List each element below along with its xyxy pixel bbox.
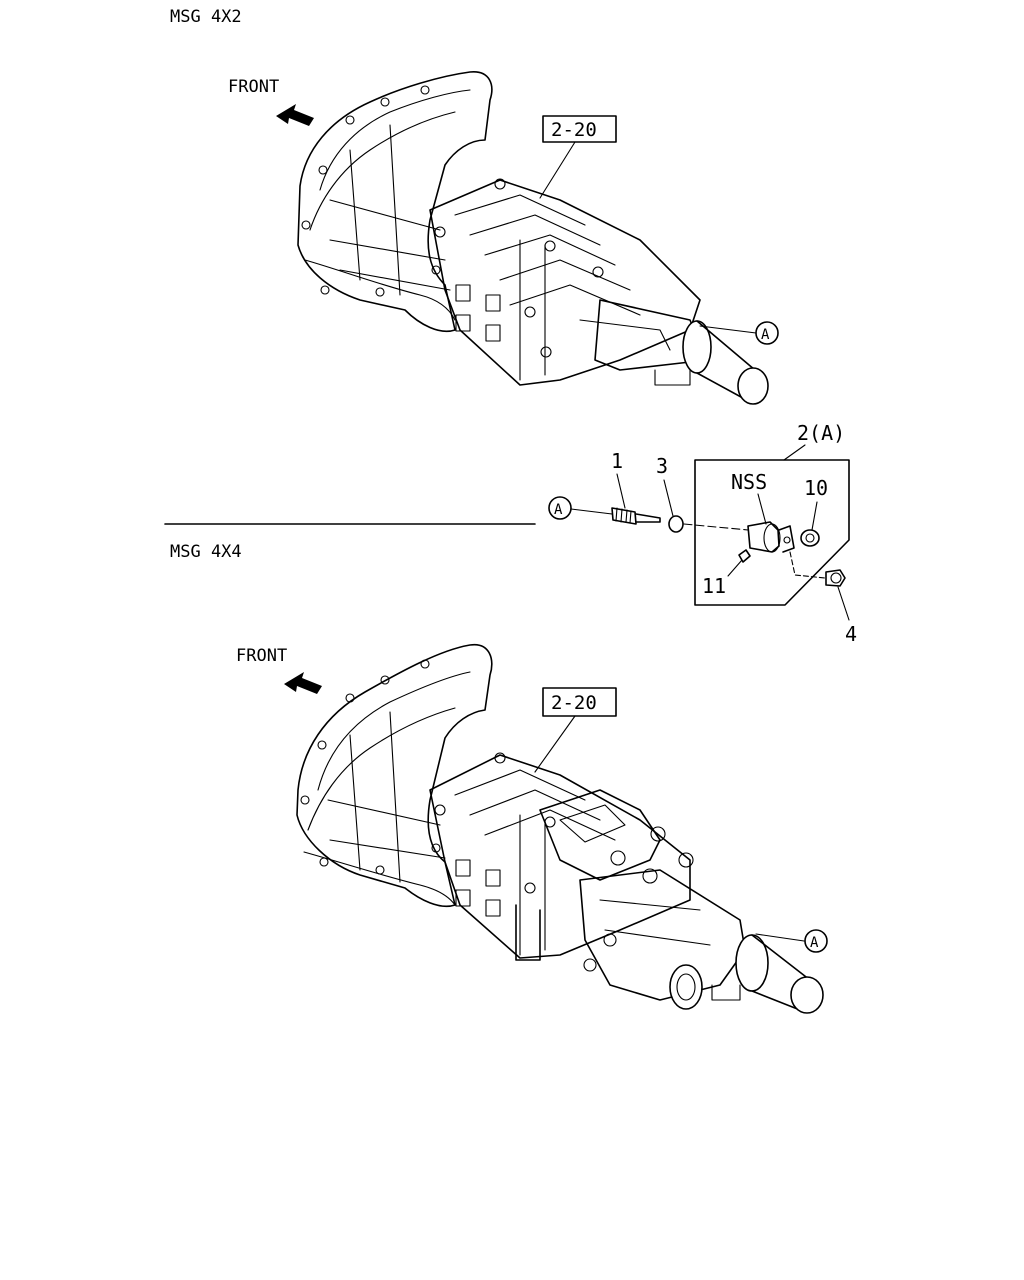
section-title-4x2: MSG 4X2: [170, 7, 242, 27]
transmission-4x2: [297, 71, 769, 405]
section-title-4x4: MSG 4X4: [170, 542, 242, 562]
callout-a-label: A: [761, 327, 770, 343]
front-label-4x4: FRONT: [236, 646, 287, 666]
group-label-2a: 2(A): [797, 421, 845, 445]
part-4-bolt: [825, 569, 846, 587]
ref-box-label: 2-20: [551, 119, 597, 141]
part-label-1: 1: [611, 449, 623, 473]
front-label-4x2: FRONT: [228, 77, 279, 97]
nss-label: NSS: [731, 470, 767, 494]
callout-a-4x2: [755, 321, 779, 345]
callout-a-detail: [548, 496, 572, 520]
ref-box-label: 2-20: [551, 692, 597, 714]
transmission-4x4: [296, 644, 824, 1014]
part-label-11: 11: [702, 574, 726, 598]
part-1-gear: [611, 507, 637, 525]
front-arrow-icon: [284, 672, 322, 694]
speed-sensor-detail: A 1 3 2(A) NSS 10 11: [548, 421, 857, 646]
ref-box-2-20: [542, 115, 617, 143]
ref-box-2-20: [542, 687, 617, 717]
part-label-4: 4: [845, 622, 857, 646]
callout-a-label: A: [810, 935, 819, 951]
front-arrow-icon: [276, 104, 314, 126]
callout-a-4x4: [804, 929, 828, 953]
part-label-10: 10: [804, 476, 828, 500]
part-3-oring: [668, 515, 684, 533]
part-11-pin: [738, 549, 751, 563]
assembly-box-2a: [694, 459, 850, 606]
part-label-3: 3: [656, 454, 668, 478]
detail-callout-label: A: [554, 502, 563, 518]
part-10-nut: [800, 529, 820, 547]
